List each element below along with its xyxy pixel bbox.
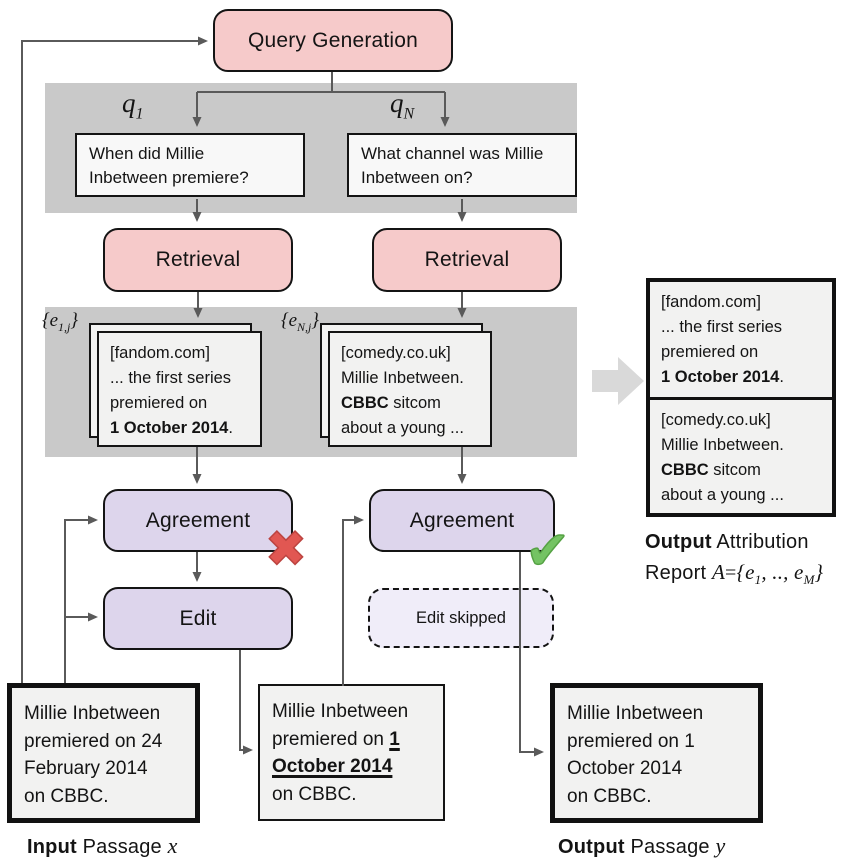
agreement-to-output-connector: [519, 552, 544, 757]
query-box-right: What channel was Millie Inbetween on?: [347, 133, 577, 197]
edited-passage-box: Millie Inbetween premiered on 1 October …: [258, 684, 445, 821]
e1j-post: }: [70, 310, 78, 331]
report-math-subM: M: [803, 572, 815, 587]
input-caption-bold: Input: [27, 836, 77, 858]
evidence-card-right: [comedy.co.uk] Millie Inbetween. CBBC si…: [328, 331, 492, 447]
label-q1: q1: [122, 88, 144, 123]
report-date-bold: 1 October 2014: [661, 368, 780, 387]
report-caption-bold: Output: [645, 531, 712, 553]
report-math-eq: =: [725, 562, 737, 584]
check-mark-icon: ✔: [524, 519, 571, 582]
edit-label: Edit: [179, 606, 217, 630]
evidence-line: Millie Inbetween.: [341, 369, 464, 388]
passage-to-agreement-connector: [342, 515, 364, 686]
retrieval-left-label: Retrieval: [155, 248, 241, 271]
report-math-open: {e: [736, 560, 755, 584]
agreement-right-label: Agreement: [409, 508, 515, 532]
e1j-sub: 1,j: [58, 319, 71, 334]
report-math-A: A: [712, 560, 726, 584]
report-math-sub1: 1: [754, 572, 762, 587]
evidence-card-left: [fandom.com] ... the first series premie…: [97, 331, 262, 447]
report-line: about a young ...: [661, 486, 784, 505]
input-passage-text: Millie Inbetween premiered on 24 Februar…: [24, 703, 163, 807]
agreement-node-right: Agreement: [369, 489, 555, 552]
report-caption-line2: Report: [645, 562, 712, 584]
output-passage-box: Millie Inbetween premiered on 1 October …: [550, 683, 763, 823]
evidence-date-bold: 1 October 2014: [110, 419, 229, 438]
edit-to-passage-connector: [239, 650, 253, 755]
query-right-text: What channel was Millie Inbetween on?: [361, 144, 544, 187]
q1-base: q: [122, 88, 136, 118]
label-eNj: {eN,j}: [281, 310, 319, 335]
cross-mark-icon: ✖: [264, 520, 307, 578]
query-generation-label: Query Generation: [247, 28, 419, 52]
report-caption-rest: Attribution: [711, 531, 809, 553]
retrieval-node-left: Retrieval: [103, 228, 293, 292]
retrieval-right-label: Retrieval: [424, 248, 510, 271]
evidence-line: about a young ...: [341, 419, 464, 438]
edit-node: Edit: [103, 587, 293, 650]
attribution-report-box: [fandom.com] ... the first series premie…: [646, 278, 836, 517]
input-passage-caption: Input Passage x: [27, 833, 178, 859]
output-caption-var: y: [715, 833, 726, 858]
eNj-post: }: [311, 310, 319, 331]
report-channel-bold: CBBC: [661, 461, 709, 480]
edit-skipped-node: Edit skipped: [368, 588, 554, 648]
q1-sub: 1: [135, 105, 144, 123]
evidence-source: [fandom.com]: [110, 344, 210, 362]
query-left-text: When did Millie Inbetween premiere?: [89, 144, 249, 187]
e1j-pre: {e: [42, 310, 59, 331]
report-line: sitcom: [713, 461, 761, 480]
evidence-tail: .: [228, 419, 233, 438]
query-generation-node: Query Generation: [213, 9, 453, 72]
report-line: Millie Inbetween.: [661, 436, 784, 455]
input-caption-var: x: [167, 833, 178, 858]
report-caption: Output Attribution Report A={e1, .., eM}: [645, 528, 845, 590]
evidence-channel-bold: CBBC: [341, 394, 389, 413]
edited-passage-highlight: 1 October 2014: [272, 728, 400, 778]
evidence-body: ... the first series premiered on: [110, 369, 232, 413]
edited-passage-pre: Millie Inbetween premiered on: [272, 701, 409, 750]
output-passage-text: Millie Inbetween premiered on 1 October …: [567, 703, 704, 807]
output-passage-caption: Output Passage y: [558, 833, 725, 859]
report-math-mid: , .., e: [761, 560, 804, 584]
retrieval-node-right: Retrieval: [372, 228, 562, 292]
evidence-source: [comedy.co.uk]: [341, 344, 451, 362]
eNj-sub: N,j: [297, 319, 312, 334]
output-caption-bold: Output: [558, 836, 625, 858]
label-qN: qN: [390, 88, 414, 123]
report-evidence-fandom: [fandom.com] ... the first series premie…: [650, 282, 832, 397]
report-source: [fandom.com]: [661, 293, 761, 311]
agreement-left-label: Agreement: [145, 508, 251, 532]
evidence-line: sitcom: [393, 394, 441, 413]
edited-passage-post: on CBBC.: [272, 783, 357, 805]
query-box-left: When did Millie Inbetween premiere?: [75, 133, 305, 197]
edit-skipped-label: Edit skipped: [416, 608, 506, 627]
report-tail: .: [779, 368, 784, 387]
report-arrow-icon: [592, 357, 644, 405]
report-body: ... the first series premiered on: [661, 318, 783, 362]
report-math-close: }: [814, 560, 824, 584]
eNj-pre: {e: [281, 310, 298, 331]
input-to-agreement-connector: [64, 515, 98, 683]
report-evidence-comedy: [comedy.co.uk] Millie Inbetween. CBBC si…: [650, 397, 832, 516]
qN-base: q: [390, 88, 404, 118]
label-e1j: {e1,j}: [42, 310, 78, 335]
report-source: [comedy.co.uk]: [661, 411, 771, 429]
input-passage-box: Millie Inbetween premiered on 24 Februar…: [7, 683, 200, 823]
input-caption-rest: Passage: [76, 836, 168, 858]
output-caption-rest: Passage: [624, 836, 716, 858]
qN-sub: N: [403, 105, 415, 123]
